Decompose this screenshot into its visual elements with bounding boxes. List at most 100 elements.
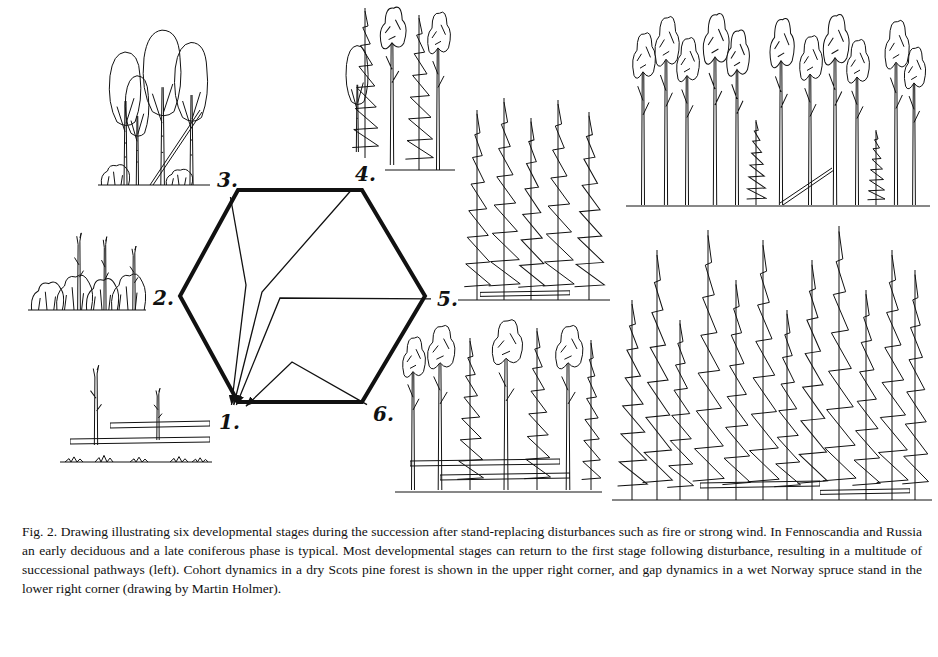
figure-caption: Fig. 2. Drawing illustrating six develop… [22,522,922,598]
spruce-tree [667,320,693,500]
pine-cohort-sketch [626,14,930,206]
pine-tree [770,18,794,205]
spruce-tree [823,226,856,500]
spruce-tree [582,340,601,490]
spruce-tree [852,290,880,500]
spruce-tree [747,120,766,205]
stage-number-text: 4. [355,162,376,186]
stage-number: 3. [214,166,241,194]
stage-number-text: 2. [153,286,174,310]
fallen-trunk [780,168,834,205]
snag [91,365,102,445]
spruce-tree [868,130,886,205]
pine-tree [823,15,849,205]
stage-number-text: 3. [217,168,238,192]
snag [102,237,109,310]
stage-4-sketch [346,7,455,170]
spruce-tree [524,328,550,490]
spruce-tree [877,250,909,500]
pine-tree [556,325,583,490]
pine-tree [403,337,426,490]
succession-hexagon [180,190,425,402]
birch-tree [125,76,149,185]
shrub [57,275,93,310]
grass [192,458,208,462]
pine-tree [727,30,750,205]
spruce-tree [518,118,544,300]
pine-tree [703,14,729,205]
pine-tree [885,20,909,205]
stage-number: 2. [150,284,177,312]
birch-tree [175,43,208,186]
shrub [86,279,118,311]
spruce-gap-sketch [612,226,932,500]
ground-line [612,500,932,501]
fallen-log [820,489,910,495]
pine-tree [800,36,823,205]
stage-number: 6. [370,400,397,428]
fallen-log [70,437,210,444]
stage-number: 4. [352,160,379,188]
ground-line [395,492,602,493]
spruce-tree [457,338,483,490]
succession-arrow [236,298,431,405]
ground-line [458,300,610,301]
stage-1-sketch [60,365,212,462]
ground-line [385,170,455,171]
spruce-tree [543,100,575,300]
pine-tree [380,7,406,165]
grass [65,457,83,462]
spruce-tree [643,250,673,500]
stage-3-sketch [98,30,210,185]
fallen-log [410,459,560,466]
pine-tree [677,38,700,205]
fallen-log [110,421,210,428]
fallen-log [480,291,570,297]
spruce-tree [722,280,750,500]
stage-6-sketch [395,320,602,492]
spruce-tree [798,260,828,500]
snag [154,388,162,440]
pine-tree [904,47,925,205]
snag [130,246,138,310]
spruce-tree [575,112,605,300]
fallen-log [700,481,820,488]
spruce-tree [489,98,521,300]
shrub [31,282,63,310]
shrub [112,274,146,310]
stage-number: 5. [434,285,461,313]
grass [170,457,188,462]
shrub [166,169,193,185]
stage-number-text: 5. [437,287,458,311]
stage-number-text: 1. [219,410,240,434]
stage-number-text: 6. [373,402,394,426]
spruce-tree [618,300,648,500]
ground-line [28,310,146,311]
succession-arrow [246,362,367,406]
ground-line [60,462,212,463]
snag [75,233,84,310]
leaning-trunk [150,110,202,185]
stage-number: 1. [216,408,243,436]
stage-2-sketch [28,233,146,310]
pine-tree [633,33,656,205]
succession-arrow [230,197,246,405]
spruce-tree [352,8,378,158]
spruce-tree [464,110,490,300]
stage-5-sketch [458,98,610,300]
ground-line [98,185,210,186]
shrub [101,165,129,185]
spruce-tree [693,230,725,500]
spruce-tree [748,240,780,500]
pine-tree [847,39,870,205]
pine-tree [655,16,679,205]
pine-tree [428,12,451,170]
grass [95,455,113,462]
spruce-tree [774,310,800,500]
spruce-tree [902,270,928,500]
ground-line [626,206,930,207]
grass [130,457,148,462]
